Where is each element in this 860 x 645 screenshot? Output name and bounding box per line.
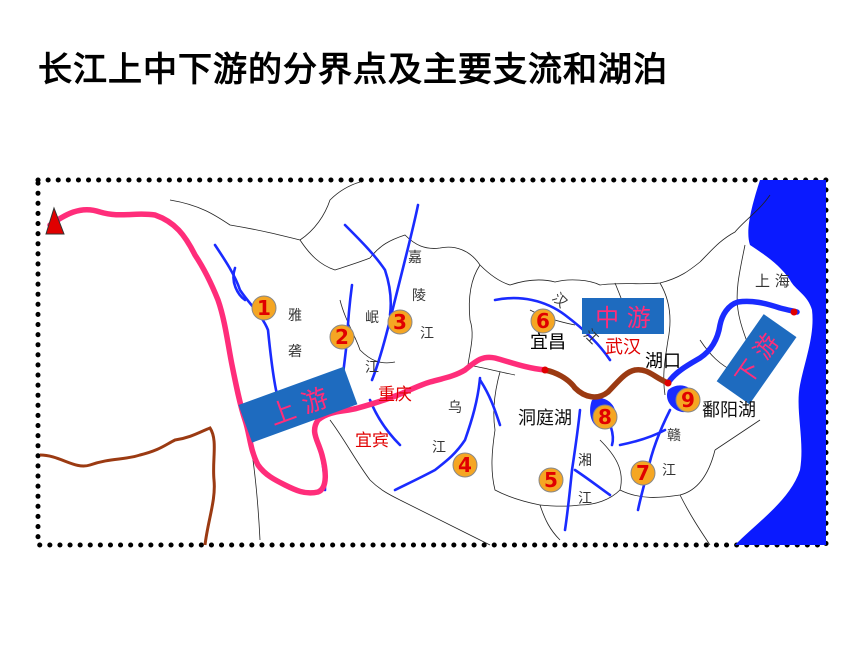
marker-2: 2 [329, 324, 355, 350]
label-gan-1: 赣 [667, 428, 681, 444]
label-yalong-2: 砻 [288, 344, 302, 360]
city-chongqing: 重庆 [378, 385, 412, 405]
svg-text:5: 5 [544, 468, 558, 492]
marker-5: 5 [538, 467, 564, 493]
middle-reach-label: 中 游 [595, 304, 651, 332]
hukou-point [664, 379, 672, 387]
map-frame [35, 177, 829, 548]
upper-reach-box: 上 游 [238, 366, 358, 443]
east-sea [735, 180, 826, 545]
marker-4: 4 [452, 452, 478, 478]
svg-text:8: 8 [598, 405, 612, 429]
city-yibin: 宜宾 [355, 431, 389, 451]
page-title: 长江上中下游的分界点及主要支流和湖泊 [38, 50, 668, 90]
marker-1: 1 [251, 295, 277, 321]
lower-reach-river [665, 298, 800, 386]
svg-text:1: 1 [257, 296, 271, 320]
label-jialing-3: 江 [420, 326, 434, 342]
yichang-point [541, 366, 549, 374]
label-wu-1: 乌 [448, 400, 462, 416]
city-wuhan: 武汉 [605, 337, 641, 358]
marker-7: 7 [630, 460, 656, 486]
svg-text:9: 9 [681, 388, 695, 412]
label-xiang-2: 江 [578, 491, 592, 507]
national-border [39, 426, 216, 546]
svg-text:7: 7 [636, 461, 650, 485]
label-jialing-2: 陵 [412, 288, 426, 304]
svg-text:3: 3 [393, 310, 407, 334]
river-source-icon [45, 206, 65, 235]
label-xiang-1: 湘 [578, 453, 592, 469]
marker-8: 8 [592, 404, 618, 430]
label-jialing-1: 嘉 [408, 250, 422, 266]
svg-text:2: 2 [335, 325, 349, 349]
city-shanghai: 上 海 [755, 272, 790, 290]
marker-6: 6 [530, 308, 556, 334]
svg-text:6: 6 [536, 309, 550, 333]
label-gan-2: 江 [662, 463, 676, 479]
label-min-1: 岷 [365, 310, 379, 326]
label-dongting-lake: 洞庭湖 [518, 408, 572, 429]
label-yalong-1: 雅 [288, 308, 302, 324]
label-poyang-lake: 鄱阳湖 [702, 400, 756, 421]
svg-text:4: 4 [458, 453, 472, 477]
city-yichang: 宜昌 [530, 332, 566, 353]
upper-reach-river [47, 206, 548, 496]
marker-9: 9 [675, 387, 701, 413]
shanghai-point [790, 308, 798, 316]
label-wu-2: 江 [432, 440, 446, 456]
lower-reach-box: 下 游 [716, 314, 797, 405]
marker-3: 3 [387, 309, 413, 335]
label-min-2: 江 [365, 360, 379, 376]
middle-reach-box: 中 游 [582, 298, 664, 334]
city-hukou: 湖口 [645, 351, 681, 372]
middle-reach-river [542, 367, 671, 400]
